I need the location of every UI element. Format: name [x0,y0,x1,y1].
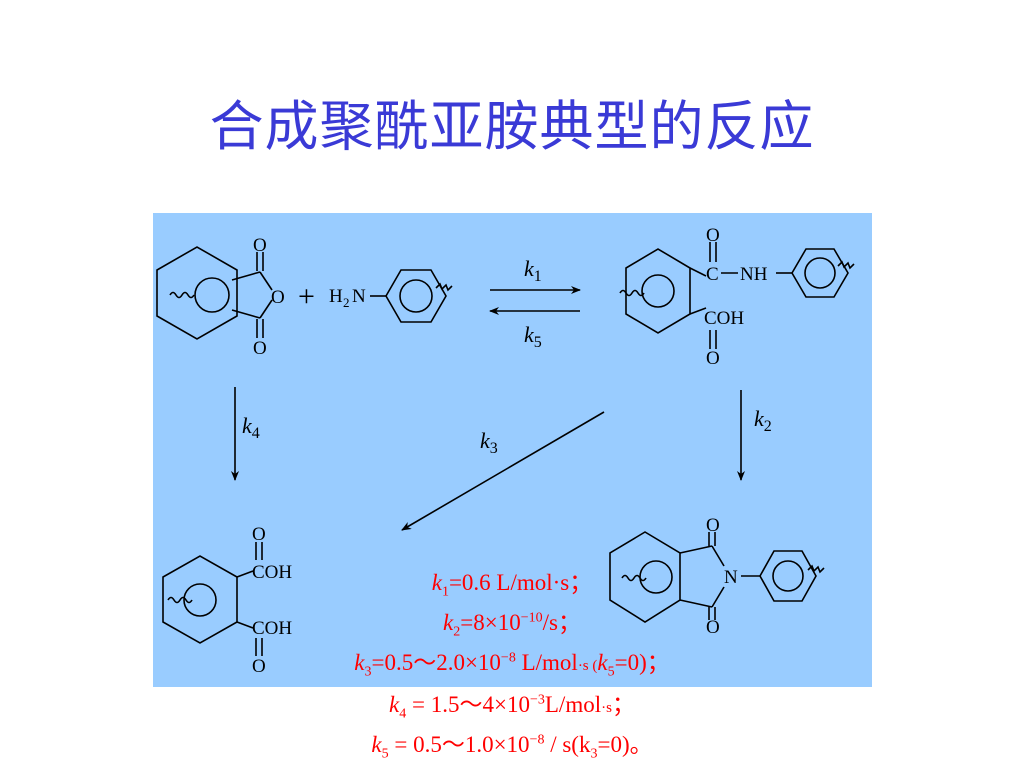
rate-constant-k2: k2=8×10−10/s； [443,610,581,640]
phthalic-anhydride-molecule [156,246,273,340]
atom-label-o: O [252,656,266,677]
atom-label-c: C [706,264,719,285]
label-k1: k1 [524,256,542,285]
phthalic-acid-molecule [162,542,263,656]
group-label-coh: COH [252,618,292,639]
group-label-coh: COH [252,562,292,583]
label-k5: k5 [524,322,542,351]
rate-constant-k1: k1=0.6 L/mol·s； [431,570,593,600]
plus-sign: + [298,280,315,313]
group-label-coh: COH [704,308,744,329]
rate-constant-k5: k5 = 0.5～1.0×10−8 / s(k3=0)。 [371,732,653,762]
atom-label-o: O [253,338,267,359]
phthalimide-molecule [609,531,825,623]
label-k4: k4 [242,413,260,442]
aniline-molecule [370,269,453,323]
atom-label-o: O [706,348,720,369]
atom-label-nh: NH [740,264,768,285]
reaction-scheme-panel [153,213,872,687]
atom-label-h: H [329,286,343,307]
atom-label-n: N [724,567,738,588]
atom-label-o: O [253,235,267,256]
arrow-k3 [401,411,605,531]
rate-constant-k3: k3=0.5～2.0×10−8 L/mol·s (k5=0)； [354,650,670,680]
label-k3: k3 [480,428,498,457]
atom-label-o: O [252,524,266,545]
subscript-2: 2 [343,295,350,310]
atom-label-o: O [706,225,720,246]
amic-acid-molecule [619,242,855,349]
atom-label-n: N [352,286,366,307]
label-k2: k2 [754,406,772,435]
page-title: 合成聚酰亚胺典型的反应 [209,95,815,158]
atom-label-o: O [706,515,720,536]
rate-constant-k4: k4 = 1.5～4×10−3L/mol·s； [389,692,635,722]
atom-label-o: O [271,287,285,308]
atom-label-o: O [706,617,720,638]
